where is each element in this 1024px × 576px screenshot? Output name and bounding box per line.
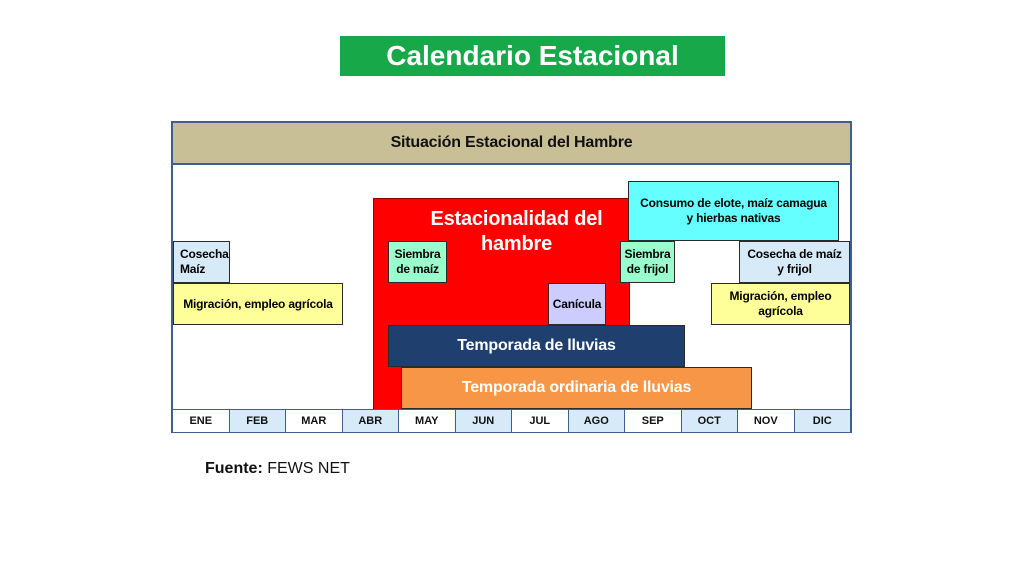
source-value: FEWS NET <box>267 460 350 477</box>
month-label: NOV <box>738 410 795 432</box>
month-label: MAR <box>286 410 343 432</box>
month-label: OCT <box>681 410 738 432</box>
month-label: AGO <box>568 410 625 432</box>
month-axis: ENE FEB MAR ABR MAY JUN JUL AGO SEP OCT … <box>173 409 850 432</box>
temporada-ordinaria-bar: Temporada ordinaria de lluvias <box>401 367 752 409</box>
canicula-box: Canícula <box>548 283 606 325</box>
month-label: DIC <box>794 410 850 432</box>
month-label: SEP <box>625 410 682 432</box>
month-label: FEB <box>229 410 286 432</box>
cosecha-maiz-frijol-box: Cosecha de maíz y frijol <box>739 241 850 283</box>
month-label: ENE <box>173 410 230 432</box>
source-label: Fuente: <box>205 460 263 477</box>
month-label: JUL <box>512 410 569 432</box>
seasonal-calendar: Situación Estacional del Hambre Estacion… <box>171 121 852 433</box>
source-note: Fuente: FEWS NET <box>205 460 350 478</box>
siembra-frijol-box: Siembra de frijol <box>620 241 675 283</box>
migracion-box-2: Migración, empleo agrícola <box>711 283 850 325</box>
month-label: MAY <box>399 410 456 432</box>
cosecha-maiz-box: Cosecha Maíz <box>173 241 230 283</box>
consumo-elote-box: Consumo de elote, maíz camagua y hierbas… <box>628 181 839 241</box>
siembra-maiz-box: Siembra de maíz <box>388 241 447 283</box>
month-label: JUN <box>455 410 512 432</box>
calendar-header: Situación Estacional del Hambre <box>173 123 850 165</box>
migracion-box-1: Migración, empleo agrícola <box>173 283 343 325</box>
slide-title: Calendario Estacional <box>340 36 725 76</box>
month-label: ABR <box>342 410 399 432</box>
temporada-lluvias-bar: Temporada de lluvias <box>388 325 685 367</box>
